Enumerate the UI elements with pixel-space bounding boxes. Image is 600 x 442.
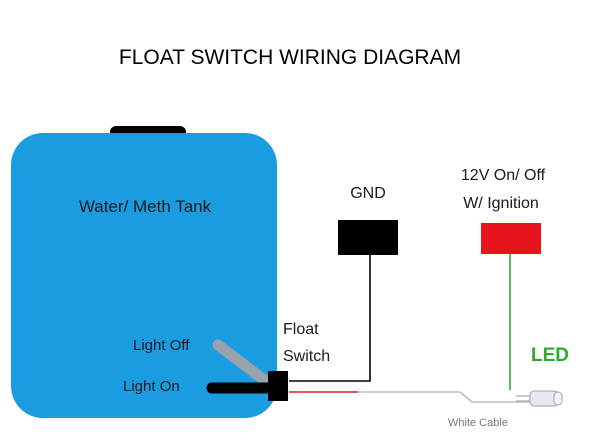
led-icon: [516, 390, 563, 407]
float-switch-label-2: Switch: [283, 348, 330, 365]
light-on-label: Light On: [123, 378, 180, 395]
light-off-label: Light Off: [133, 337, 190, 354]
ground-wire: [289, 254, 371, 382]
white-cable-label: White Cable: [448, 417, 508, 429]
float-arm-off: [212, 339, 278, 392]
power-label-2: W/ Ignition: [463, 195, 539, 212]
power-12v-terminal: [481, 223, 541, 254]
water-meth-tank: [11, 133, 277, 418]
float-switch-label-1: Float: [283, 321, 319, 338]
float-switch: [268, 371, 288, 401]
tank-label: Water/ Meth Tank: [79, 197, 212, 216]
white-cable-wire: [358, 391, 530, 403]
ground-terminal: [338, 220, 398, 255]
ground-label: GND: [350, 185, 386, 202]
led-label: LED: [531, 345, 569, 366]
power-label-1: 12V On/ Off: [461, 167, 546, 184]
diagram-title: FLOAT SWITCH WIRING DIAGRAM: [119, 46, 461, 69]
